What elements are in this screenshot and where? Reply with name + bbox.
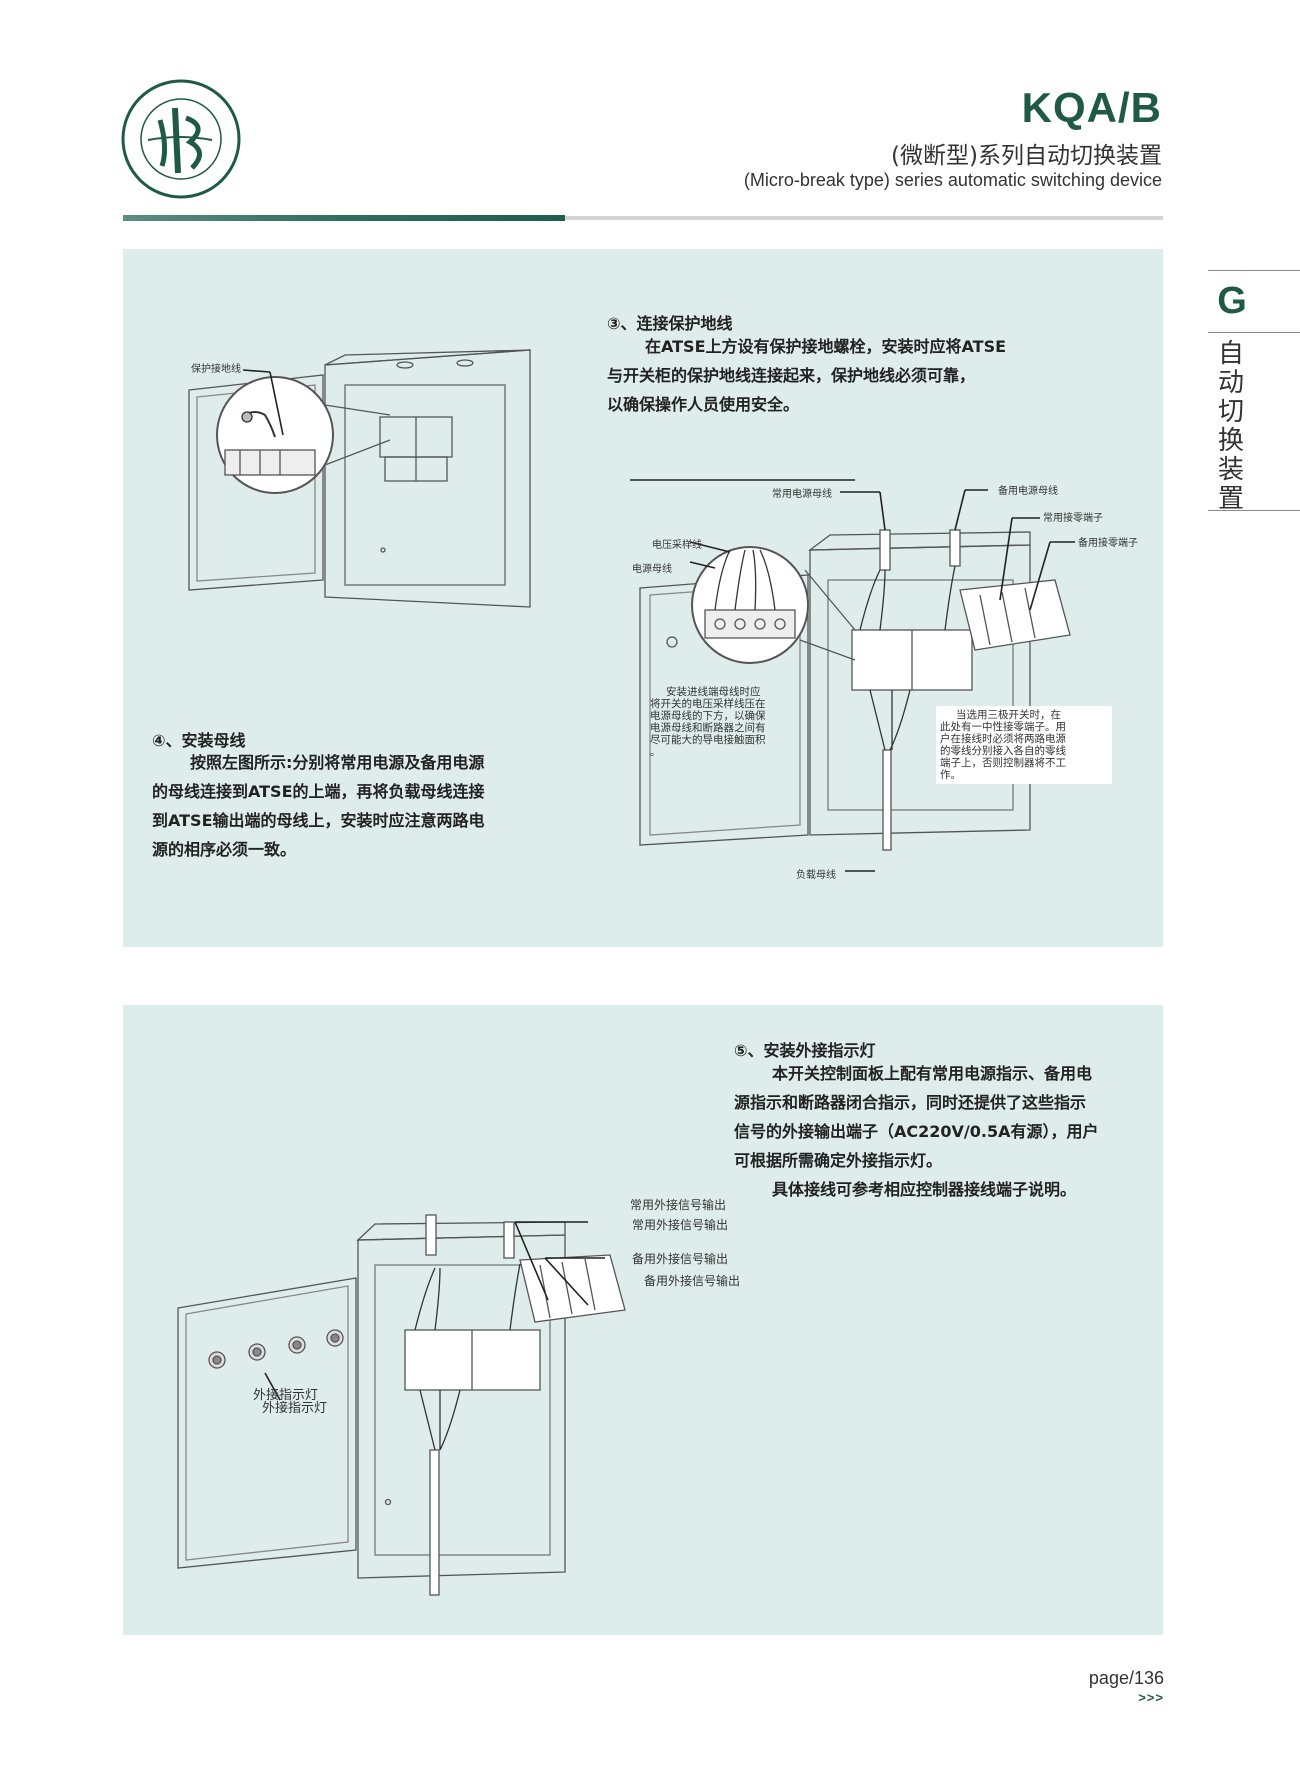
section3-line: 以确保操作人员使用安全。 [607, 395, 800, 414]
label-backup-neutral: 备用接零端子 [1078, 538, 1138, 549]
label-normal-out-1: 常用外接信号输出 [630, 1198, 727, 1212]
section4-line: 按照左图所示:分别将常用电源及备用电源 [190, 753, 485, 772]
label-backup-out-1: 备用外接信号输出 [632, 1252, 729, 1266]
section3-title: ③、连接保护地线 [607, 314, 733, 333]
label-ground-wire: 保护接地线 [191, 364, 241, 375]
label-normal-bus: 常用电源母线 [772, 489, 832, 500]
label-voltage-sampling: 电压采样线 [652, 540, 702, 551]
header-rule-accent [123, 215, 565, 221]
next-page-arrows: >>> [1138, 1690, 1164, 1705]
section4-line: 源的相序必须一致。 [152, 840, 297, 859]
product-model: KQA/B [1021, 84, 1162, 131]
section4-line: 到ATSE输出端的母线上，安装时应注意两路电 [152, 811, 485, 830]
section4-title: ④、安装母线 [152, 731, 246, 750]
side-tab-letter: G [1217, 280, 1247, 322]
side-tab-divider [1208, 510, 1300, 511]
label-normal-out-2: 常用外接信号输出 [632, 1218, 729, 1232]
product-title-cn: (微断型)系列自动切换装置 [891, 143, 1162, 169]
section5-line: 信号的外接输出端子（AC220V/0.5A有源），用户 [734, 1122, 1099, 1141]
section3-line: 在ATSE上方设有保护接地螺栓，安装时应将ATSE [645, 337, 1007, 356]
label-ext-lamp-1: 外接指示灯 [253, 1388, 319, 1403]
section5-line: 源指示和断路器闭合指示，同时还提供了这些指示 [734, 1093, 1087, 1112]
indicator-lamp-diagram [177, 1214, 626, 1596]
section3-body: 在ATSE上方设有保护接地螺栓，安装时应将ATSE 与开关柜的保护地线连接起来，… [607, 332, 1047, 419]
label-power-line: 电源母线 [632, 564, 672, 575]
section5-title: ⑤、安装外接指示灯 [734, 1041, 876, 1060]
side-tab-divider [1208, 270, 1300, 271]
label-backup-bus: 备用电源母线 [998, 486, 1058, 497]
section5-body: 本开关控制面板上配有常用电源指示、备用电 源指示和断路器闭合指示，同时还提供了这… [734, 1059, 1154, 1204]
label-ext-lamp-2: 外接指示灯 [262, 1401, 328, 1416]
label-normal-neutral: 常用接零端子 [1043, 513, 1103, 524]
panel-section-5 [123, 1005, 1163, 1635]
section4-body: 按照左图所示:分别将常用电源及备用电源 的母线连接到ATSE的上端，再将负载母线… [152, 748, 532, 864]
label-backup-out-2: 备用外接信号输出 [644, 1274, 741, 1288]
product-title-en: (Micro-break type) series automatic swit… [743, 170, 1162, 190]
note-neutral-terminal: 当选用三极开关时，在 此处有一中性接零端子。用 户在接线时必须将两路电源 的零线… [936, 706, 1112, 784]
note-busbar-sampling: 安装进线端母线时应 将开关的电压采样线压在 电源母线的下方，以确保 电源母线和断… [650, 686, 766, 758]
side-tab-label: 自动切换装置 [1217, 339, 1244, 514]
side-tab-divider [1208, 332, 1300, 333]
header-rule [123, 216, 1163, 220]
company-logo [121, 79, 241, 199]
cabinet-ground-diagram [188, 349, 531, 608]
section5-line: 具体接线可参考相应控制器接线端子说明。 [772, 1180, 1077, 1199]
section5-line: 本开关控制面板上配有常用电源指示、备用电 [772, 1064, 1093, 1083]
load-bus-leader [845, 870, 875, 872]
section5-line: 可根据所需确定外接指示灯。 [734, 1151, 943, 1170]
section3-line: 与开关柜的保护地线连接起来，保护地线必须可靠， [607, 366, 976, 385]
label-load-bus: 负载母线 [796, 870, 836, 881]
section4-line: 的母线连接到ATSE的上端，再将负载母线连接 [152, 782, 485, 801]
busbar-install-diagram [630, 479, 1075, 851]
page-number: page/136 [1088, 1668, 1164, 1688]
